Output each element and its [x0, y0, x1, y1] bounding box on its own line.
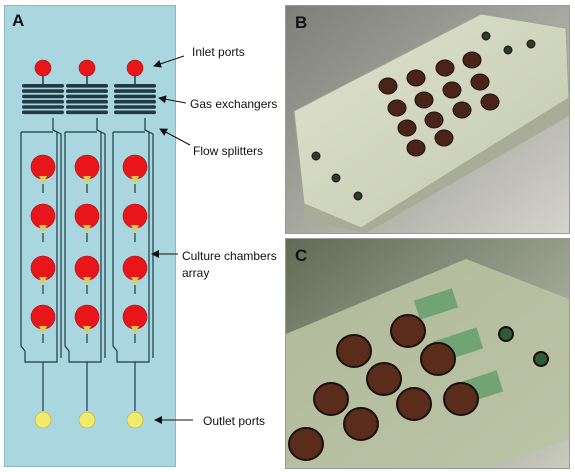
outlet-port-1: [34, 411, 52, 429]
inlet-port-1: [34, 59, 52, 77]
chamber-outlet-valve: [83, 326, 91, 334]
chamber-outlet-valve: [131, 225, 139, 233]
chip-well: [435, 59, 455, 77]
outlet-port-2: [78, 411, 96, 429]
gas-exchanger-line: [114, 105, 156, 109]
gas-exchanger-line: [22, 94, 64, 99]
chip-well: [533, 351, 549, 367]
gas-exchanger-line: [66, 105, 108, 109]
chip-well: [397, 119, 417, 137]
gas-exchanger-line: [66, 94, 108, 99]
chip-photo-c-image: [286, 239, 569, 468]
flow-splitters-label: Flow splitters: [193, 144, 264, 158]
chip-photo-c: C: [285, 238, 570, 469]
schematic-panel: A: [4, 5, 176, 467]
flow-arrow: [159, 128, 191, 146]
panel-label-a: A: [12, 11, 25, 30]
bypass-channel: [20, 132, 26, 352]
inlet-ports-label: Inlet ports: [192, 45, 245, 59]
chip-well: [378, 77, 398, 95]
chamber-outlet-valve: [131, 326, 139, 334]
panel-label-b: B: [295, 13, 308, 32]
chip-well: [288, 427, 324, 461]
gas-exchanger-line: [66, 99, 108, 104]
inlet-arrow: [153, 55, 185, 68]
chip-well: [470, 73, 490, 91]
chip-well: [396, 387, 432, 421]
chip-well: [434, 129, 454, 147]
chamber-outlet-valve: [39, 225, 47, 233]
outlet-merge: [135, 356, 150, 363]
inlet-port-3: [126, 59, 144, 77]
chip-well: [526, 39, 536, 49]
chip-well: [406, 139, 426, 157]
gas-exchanger-line: [66, 110, 108, 115]
outlet-merge: [87, 356, 102, 363]
chip-well: [406, 69, 426, 87]
chip-well: [420, 342, 456, 376]
bypass-channel: [112, 132, 118, 352]
outlet-channel: [24, 351, 44, 411]
outlet-channel: [116, 351, 136, 411]
culture-chambers-label: Culture chambers: [182, 249, 277, 263]
chamber-outlet-valve: [39, 277, 47, 285]
chamber-outlet-valve: [131, 176, 139, 184]
chip-well: [311, 151, 321, 161]
chip-well: [336, 334, 372, 368]
gas-exchanger-line: [66, 84, 108, 88]
chip-well: [462, 51, 482, 69]
chamber-outlet-valve: [83, 176, 91, 184]
chamber-outlet-valve: [39, 176, 47, 184]
gas-exchangers-label: Gas exchangers: [190, 97, 278, 111]
gas-exchanger-line: [22, 99, 64, 104]
chip-well: [442, 81, 462, 99]
gas-exchanger-line: [114, 84, 156, 88]
gas-exchanger-line: [22, 84, 64, 88]
gas-exchanger-line: [114, 99, 156, 104]
bypass-channel: [64, 132, 70, 352]
chip-well: [424, 111, 444, 129]
chip-well: [390, 314, 426, 348]
gas-exchanger-line: [22, 105, 64, 109]
flow-splitter-channel: [52, 129, 62, 358]
outlet-ports-label: Outlet ports: [203, 414, 266, 428]
outlet-port-3: [126, 411, 144, 429]
gas-exchanger-line: [22, 89, 64, 93]
flow-splitter-channel: [144, 129, 154, 358]
chamber-outlet-valve: [83, 277, 91, 285]
chip-well: [353, 191, 363, 201]
gas-exchanger-line: [22, 110, 64, 115]
chip-well: [331, 173, 341, 183]
chamber-outlet-valve: [83, 225, 91, 233]
inlet-port-2: [78, 59, 96, 77]
chip-well: [452, 101, 472, 119]
gas-arrow: [158, 95, 187, 104]
chip-well: [366, 362, 402, 396]
chip-well: [481, 31, 491, 41]
outlet-channel: [68, 351, 88, 411]
outlet-merge: [43, 356, 58, 363]
chip-well: [443, 382, 479, 416]
panel-label-c: C: [295, 246, 308, 265]
chip-well: [480, 93, 500, 111]
chip-well: [498, 326, 514, 342]
chip-well: [503, 45, 513, 55]
chip-well: [343, 407, 379, 441]
flow-splitter-channel: [96, 129, 106, 358]
chip-well: [387, 99, 407, 117]
gas-exchanger-line: [114, 94, 156, 99]
chamber-outlet-valve: [39, 326, 47, 334]
chip-well: [414, 91, 434, 109]
gas-exchanger-line: [114, 89, 156, 93]
culture-array-label: array: [182, 266, 210, 280]
gas-exchanger-line: [114, 110, 156, 115]
gas-exchanger-line: [66, 89, 108, 93]
chip-photo-b-image: [286, 6, 569, 233]
chip-schematic: [20, 59, 156, 429]
chamber-outlet-valve: [131, 277, 139, 285]
chip-photo-b: B: [285, 5, 570, 234]
chip-well: [313, 382, 349, 416]
